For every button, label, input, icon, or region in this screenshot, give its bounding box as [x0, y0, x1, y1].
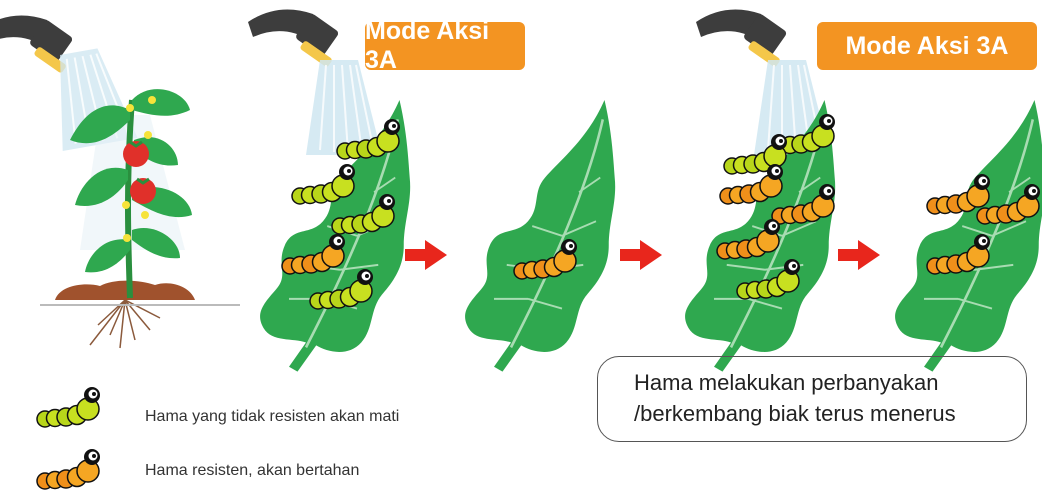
- watering-nozzle-icon: [696, 9, 788, 68]
- legend-resistant-label: Hama resisten, akan bertahan: [145, 462, 360, 479]
- mode-badge-left: Mode Aksi 3A: [365, 17, 525, 74]
- note-box: [597, 356, 1027, 442]
- mode-badge-right: Mode Aksi 3A: [817, 22, 1037, 70]
- note-line-2: /berkembang biak terus menerus: [634, 401, 956, 426]
- arrow-right-icon: [620, 240, 662, 270]
- watering-nozzle-icon: [248, 9, 340, 68]
- leaf-icon: [893, 98, 1042, 374]
- arrow-right-icon: [838, 240, 880, 270]
- caterpillar-icon: [36, 448, 101, 490]
- legend-susceptible-label: Hama yang tidak resisten akan mati: [145, 408, 400, 425]
- caterpillar-icon: [36, 386, 101, 428]
- arrow-right-icon: [405, 240, 447, 270]
- note-line-1: Hama melakukan perbanyakan: [634, 370, 939, 395]
- tomato-plant-icon: [0, 15, 240, 349]
- leaf-icon: [463, 98, 617, 374]
